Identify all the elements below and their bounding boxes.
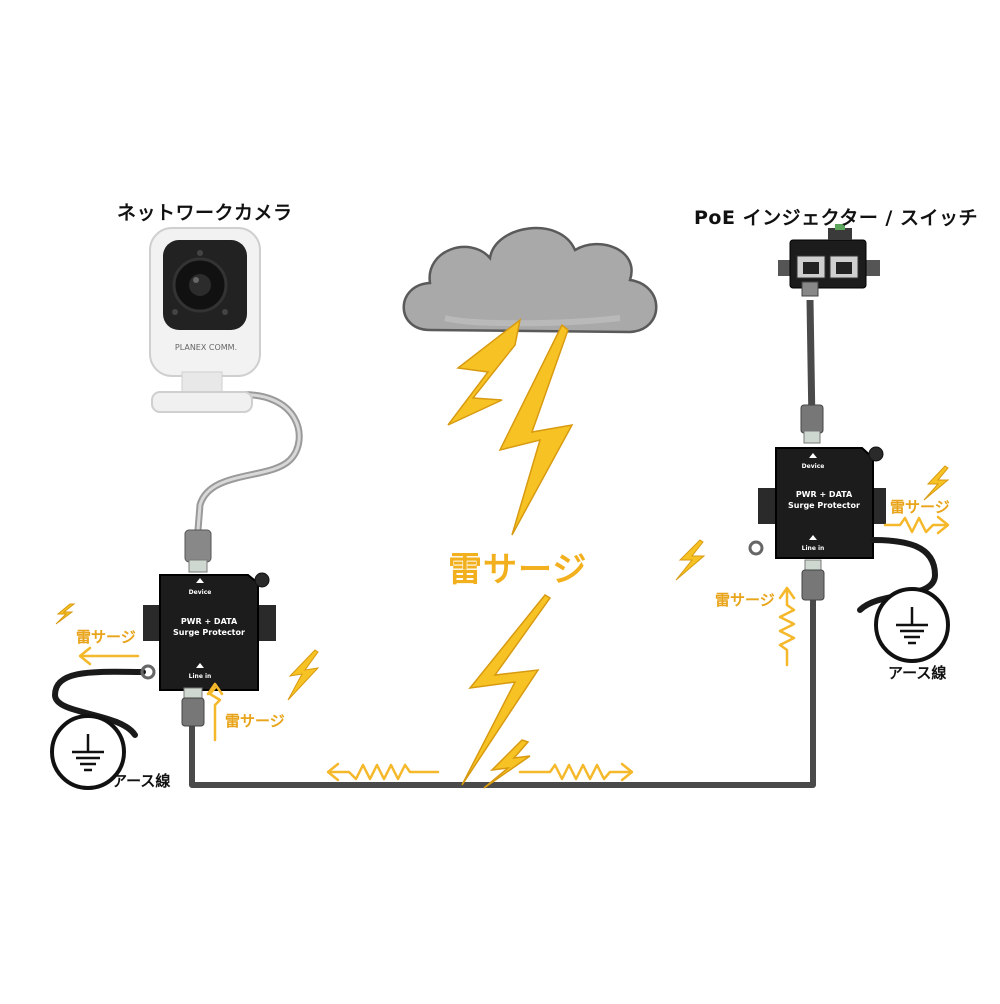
right-line-rj45-plug — [801, 559, 825, 601]
surge-label-left-bottom: 雷サージ — [225, 712, 285, 730]
spark-icon-right-left — [675, 539, 706, 581]
surge-arrow-left-up — [208, 686, 222, 742]
left-protector-line2: Surge Protector — [173, 628, 245, 637]
lightning-bolt-main — [498, 323, 574, 536]
poe-injector — [778, 224, 880, 297]
spark-icon-left-top — [55, 603, 76, 625]
earth-wire-label-right: アース線 — [888, 664, 947, 682]
surge-arrow-left-horizontal — [328, 763, 440, 781]
lightning-surge-label: 雷サージ — [448, 550, 588, 590]
surge-arrow-right-up — [778, 588, 796, 667]
surge-label-right-left: 雷サージ — [715, 591, 775, 609]
lightning-bolt-lower — [461, 594, 552, 786]
lightning-bolts — [447, 318, 574, 789]
spark-icons — [55, 465, 950, 701]
left-ground-symbol-icon — [72, 734, 104, 772]
right-surge-protector: Device PWR + DATA Surge Protector Line i… — [758, 446, 886, 559]
right-protector-top-port-label: Device — [802, 463, 825, 470]
injector-label: PoE インジェクター / スイッチ — [694, 207, 978, 229]
camera-brand-logo: PLANEX COMM. — [175, 343, 237, 352]
storm-cloud — [402, 226, 658, 334]
camera-label: ネットワークカメラ — [117, 202, 293, 224]
right-ground-symbol-icon — [896, 607, 928, 645]
injector-cable — [806, 299, 816, 426]
spark-icon-left-bottom — [287, 649, 320, 701]
camera-cable — [194, 391, 303, 534]
left-protector-bottom-port-label: Line in — [189, 673, 212, 680]
surge-arrows — [78, 515, 950, 782]
camera-rj45-plug — [184, 529, 212, 573]
left-line-rj45-plug — [181, 687, 205, 727]
surge-arrow-right-ground — [883, 516, 947, 534]
left-protector-line1: PWR + DATA — [181, 617, 238, 626]
right-protector-line2: Surge Protector — [788, 501, 860, 510]
left-protector-top-port-label: Device — [189, 589, 212, 596]
right-protector-bottom-port-label: Line in — [802, 545, 825, 552]
earth-wire-label-left: アース線 — [112, 772, 171, 790]
lightning-bolt-left — [447, 318, 522, 426]
spark-icon-right-top — [923, 465, 950, 501]
lightning-bolt-small — [483, 739, 531, 789]
main-ethernet-cable — [189, 600, 816, 788]
surge-arrow-right-horizontal — [518, 763, 632, 781]
surge-label-left-top: 雷サージ — [76, 628, 136, 646]
network-camera: PLANEX COMM. — [149, 227, 261, 413]
left-surge-protector: Device PWR + DATA Surge Protector Line i… — [143, 572, 276, 691]
surge-label-right-top: 雷サージ — [890, 498, 950, 516]
right-device-rj45-plug — [800, 404, 824, 444]
right-protector-line1: PWR + DATA — [796, 490, 853, 499]
